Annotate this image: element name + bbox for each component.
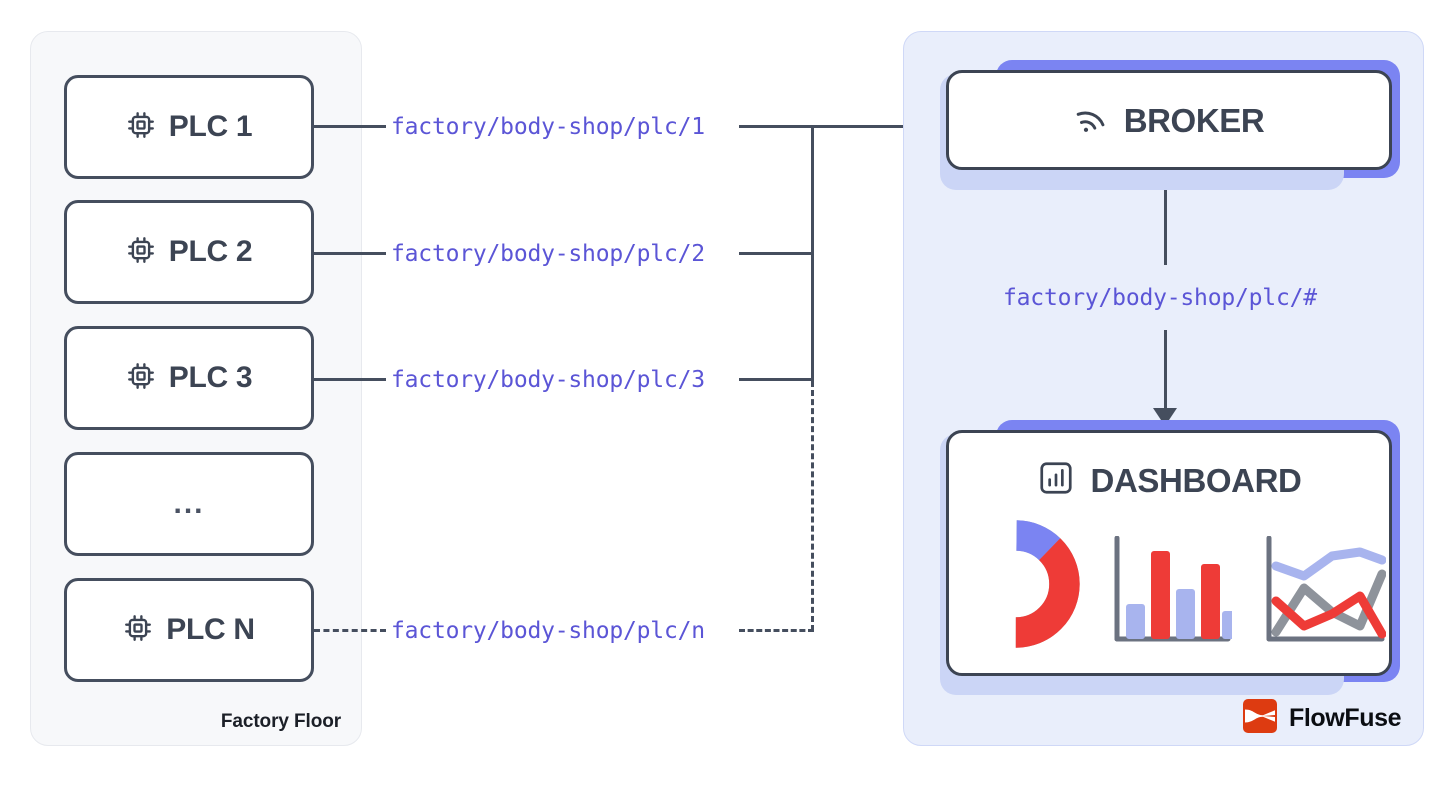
plc-node-label: PLC 1 [168,110,253,143]
plc-node-label: PLC 3 [168,361,253,394]
dashboard-card[interactable]: DASHBOARD [940,420,1400,695]
mini-donut-chart [952,520,1080,653]
factory-floor-caption: Factory Floor [220,711,341,732]
dashboard-label: DASHBOARD [1090,462,1302,499]
bus-line-dashed [811,381,814,631]
broker-card[interactable]: BROKER [940,60,1400,190]
wire-plc1-left [314,125,386,128]
plc-node-label: PLC 2 [168,235,253,268]
plc-node-3[interactable]: PLC 3 [64,326,314,430]
mini-bar-chart [1112,535,1241,653]
topic-label-wildcard: factory/body-shop/plc/# [1003,285,1317,311]
topic-label-plcn: factory/body-shop/plc/n [391,618,705,644]
rss-broadcast-icon [1074,101,1108,140]
wire-broker-to-dashboard-top [1164,190,1167,265]
cpu-icon [126,110,156,145]
topic-label-plc1: factory/body-shop/plc/1 [391,114,705,140]
bus-line-solid [811,125,814,381]
wire-broker-to-dashboard-bottom [1164,330,1167,410]
broker-card-face: BROKER [946,70,1392,170]
broker-label: BROKER [1123,101,1265,139]
plc-node-2[interactable]: PLC 2 [64,200,314,304]
plc-node-1[interactable]: PLC 1 [64,75,314,179]
wire-plc2-left [314,252,386,255]
topic-label-plc3: factory/body-shop/plc/3 [391,367,705,393]
cpu-icon [126,235,156,270]
wire-plcn-right [739,629,814,632]
wire-plc3-right [739,378,814,381]
cpu-icon [123,613,153,648]
plc-node-n[interactable]: PLC N [64,578,314,682]
topic-label-plc2: factory/body-shop/plc/2 [391,241,705,267]
flowfuse-wordmark: FlowFuse [1289,704,1402,732]
plc-node-ellipsis: ... [64,452,314,556]
dashboard-card-face: DASHBOARD [946,430,1392,676]
cpu-icon [126,361,156,396]
plc-node-label: ... [173,487,205,520]
bar-chart-box-icon [1037,459,1075,502]
flowfuse-brand: FlowFuse [1243,699,1401,738]
flowfuse-logo-icon [1243,699,1277,738]
wire-plc3-left [314,378,386,381]
wire-plcn-left [314,629,386,632]
mini-line-chart [1264,535,1387,653]
wire-plc2-right [739,252,814,255]
wire-plc1-right [739,125,947,128]
plc-node-label: PLC N [166,613,255,646]
